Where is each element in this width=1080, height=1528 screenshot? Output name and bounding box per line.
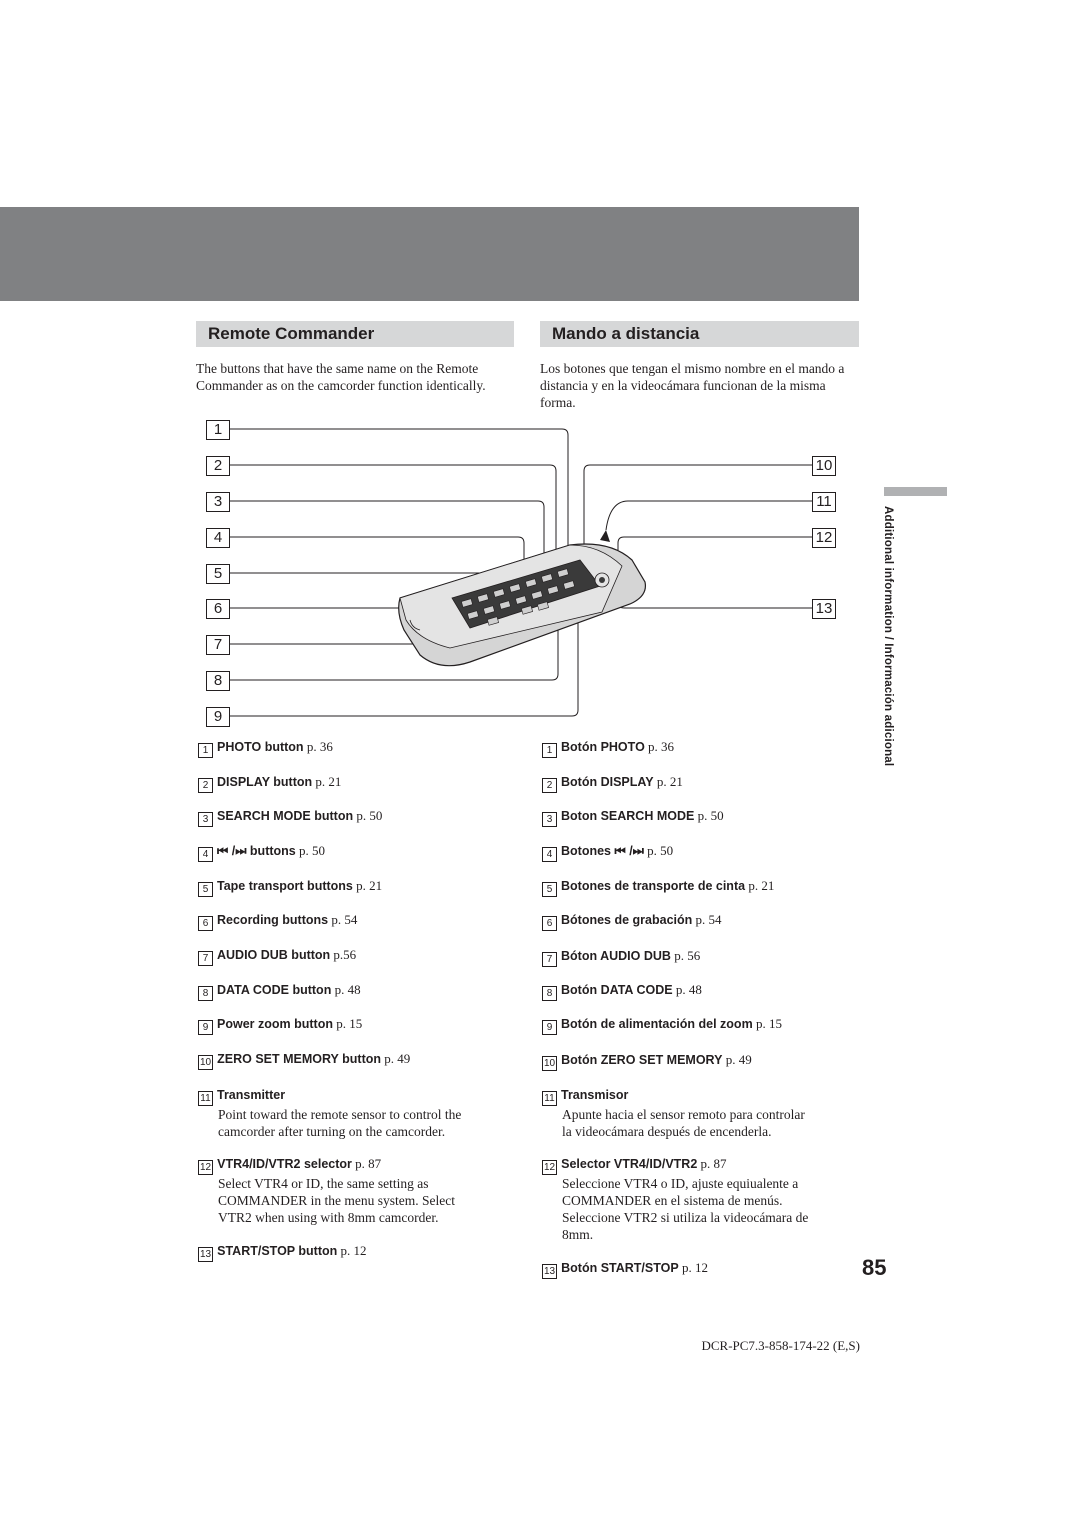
intro-text-en: The buttons that have the same name on t…: [196, 361, 486, 393]
page-number: 85: [862, 1255, 887, 1280]
footer-model-code: DCR-PC7.3-858-174-22 (E,S): [701, 1338, 860, 1353]
intro-text-es: Los botones que tengan el mismo nombre e…: [540, 361, 845, 410]
callout-5: 5: [206, 564, 230, 584]
callout-12: 12: [812, 528, 836, 548]
section-side-label: Additional information / Información adi…: [882, 506, 894, 767]
remote-diagram: 1 2 3 4 5 6 7 8 9 10 11 12 13: [0, 410, 860, 730]
callout-8: 8: [206, 671, 230, 691]
callout-7: 7: [206, 635, 230, 655]
section-tab-marker: [884, 487, 947, 496]
callout-4: 4: [206, 528, 230, 548]
callout-1: 1: [206, 420, 230, 440]
heading-remote-commander: Remote Commander: [196, 321, 514, 347]
callout-6: 6: [206, 599, 230, 619]
callout-2: 2: [206, 456, 230, 476]
remote-illustration: [228, 428, 812, 717]
list-item: 4⏮ /⏭ buttons p. 50: [198, 842, 518, 862]
callout-3: 3: [206, 492, 230, 512]
callout-10: 10: [812, 456, 836, 476]
heading-mando-a-distancia: Mando a distancia: [540, 321, 859, 347]
callout-9: 9: [206, 707, 230, 727]
callout-11: 11: [812, 492, 836, 512]
section-banner: [0, 207, 859, 301]
callout-13: 13: [812, 599, 836, 619]
